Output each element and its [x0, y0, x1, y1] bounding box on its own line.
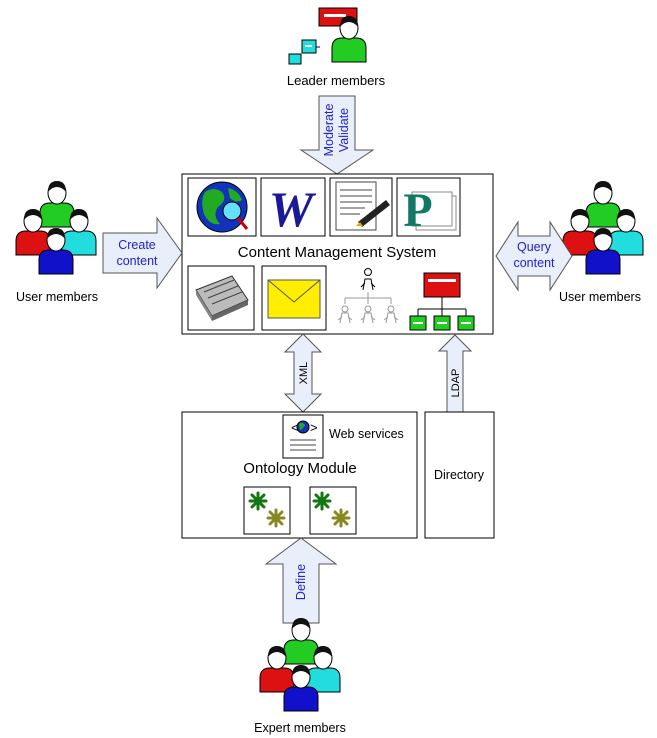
create-content-label: content — [116, 254, 158, 268]
notepad-icon — [187, 265, 255, 331]
leader-members-label: Leader members — [287, 73, 386, 88]
envelope-icon — [261, 265, 327, 331]
ontology-icon-1 — [243, 486, 291, 535]
directory-box — [424, 411, 495, 539]
define-label: Define — [294, 564, 308, 600]
ldap-label: LDAP — [450, 369, 462, 398]
user-members-left-icon — [15, 180, 97, 275]
create-content-arrow — [102, 216, 183, 290]
validate-label: Validate — [337, 108, 351, 152]
expert-members-icon — [259, 617, 341, 712]
globe-search-icon — [187, 177, 257, 237]
user-members-left-label: User members — [16, 290, 98, 304]
org-chart-icon — [409, 272, 475, 331]
web-services-label: Web services — [329, 427, 404, 441]
moderate-label: Moderate — [322, 104, 336, 157]
hierarchy-icon — [337, 268, 399, 324]
moderate-validate-arrow — [299, 95, 375, 175]
query-content-label: content — [513, 256, 555, 270]
svg-text:W: W — [269, 181, 317, 237]
user-members-right-icon — [562, 180, 644, 275]
query-content-arrow — [495, 220, 573, 292]
cms-title: Content Management System — [238, 244, 436, 261]
word-icon: W — [260, 177, 326, 237]
ontology-icon-2 — [309, 486, 357, 535]
create-label: Create — [118, 238, 156, 252]
document-pen-icon — [329, 177, 393, 237]
web-services-icon: < > — [282, 414, 324, 459]
xml-label: XML — [298, 362, 310, 385]
query-label: Query — [517, 240, 552, 254]
leader-members-icon — [288, 7, 367, 65]
svg-text:>: > — [310, 420, 318, 435]
svg-text:P: P — [403, 184, 432, 237]
svg-text:<: < — [291, 420, 299, 435]
publisher-icon: P — [396, 177, 461, 237]
directory-title: Directory — [434, 468, 485, 482]
ontology-title: Ontology Module — [243, 460, 356, 477]
expert-members-label: Expert members — [254, 721, 346, 735]
user-members-right-label: User members — [559, 290, 641, 304]
